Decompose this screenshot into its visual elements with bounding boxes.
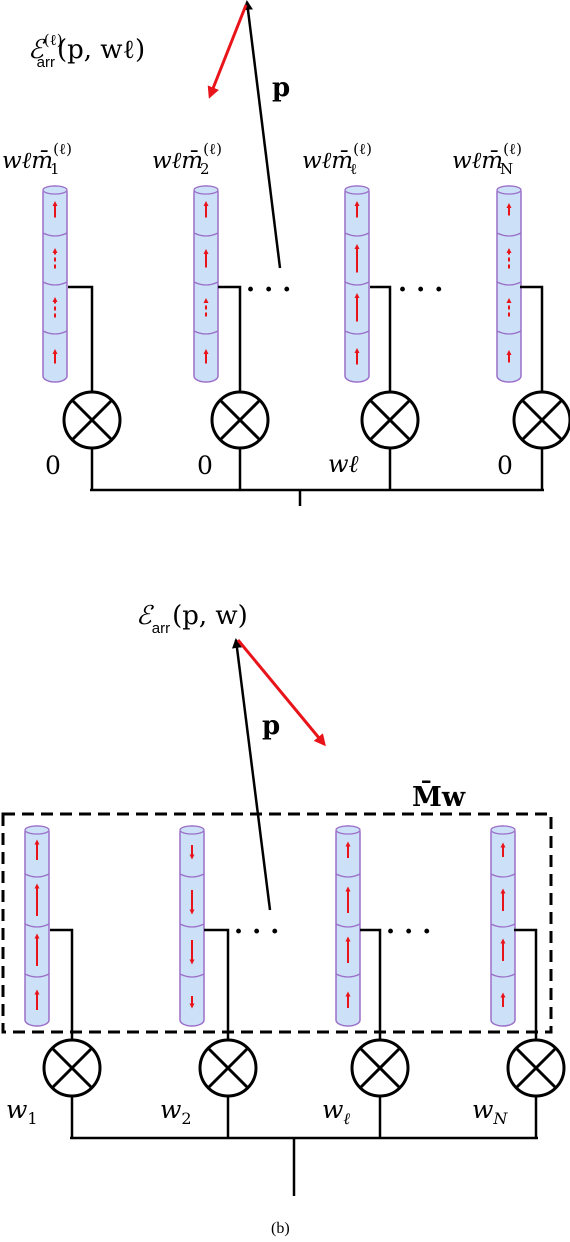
bottom-cylinder-array (24, 825, 516, 1027)
top-weight-1: 0 (45, 451, 61, 480)
element-label-1: wℓm̄(ℓ)1 (2, 140, 72, 178)
top-panel: ℰ(ℓ)arr(p, wℓ) p wℓm̄(ℓ)1 wℓm̄(ℓ)2 wℓm̄(… (2, 0, 570, 506)
cylinder-segment-divider (179, 873, 205, 878)
top-weight-N: 0 (497, 451, 513, 480)
cylinder-segment-divider (193, 330, 219, 335)
top-multipliers (62, 390, 570, 450)
cylinder-segment-divider (179, 973, 205, 978)
cylinder-segment-divider (344, 330, 370, 335)
top-weight-l: wℓ (328, 450, 359, 478)
bottom-energy-label: ℰarr(p, w) (136, 601, 248, 637)
top-p-label: p (272, 73, 290, 103)
cylinder-cap (490, 825, 516, 835)
cylinder-segment-divider (335, 973, 361, 978)
top-energy-arrow (207, 4, 248, 99)
bottom-weight-N: wN (472, 1095, 508, 1128)
bottom-energy-arrow (236, 639, 326, 747)
multiplier-icon (210, 390, 270, 450)
top-weight-2: 0 (197, 451, 213, 480)
cylinder-segment-divider (42, 232, 68, 237)
bottom-ellipsis-1: · · · (234, 917, 279, 947)
bottom-weight-1: w1 (6, 1095, 38, 1128)
top-cylinder-array (42, 185, 522, 383)
element-label-N: wℓm̄(ℓ)N (452, 140, 522, 178)
multiplier-icon (360, 390, 420, 450)
cylinder-segment-divider (496, 330, 522, 335)
cylinder-segment-divider (335, 923, 361, 928)
bottom-ellipsis-2: · · · (386, 917, 431, 947)
multiplier-icon (198, 1038, 258, 1098)
cylinder-segment-divider (344, 281, 370, 286)
bottom-multipliers (42, 1038, 566, 1098)
cylinder-segment-divider (193, 281, 219, 286)
multiplier-icon (506, 1038, 566, 1098)
top-wiring (68, 285, 544, 506)
element-label-l: wℓm̄(ℓ)ℓ (302, 140, 372, 178)
top-ellipsis-2: · · · (398, 275, 443, 305)
matrix-dashed-box (1, 812, 553, 1034)
cylinder-segment-divider (24, 873, 50, 878)
box-label: M̄w (412, 779, 466, 813)
top-energy-label: ℰ(ℓ)arr(p, wℓ) (28, 31, 145, 71)
bottom-weight-l: wℓ (322, 1095, 350, 1128)
cylinder-segment-divider (193, 232, 219, 237)
bottom-panel: ℰarr(p, w) p M̄w · · · · · · (1, 601, 566, 1237)
multiplier-icon (350, 1038, 410, 1098)
cylinder-cap (193, 185, 219, 195)
bottom-p-label: p (262, 711, 280, 741)
cylinder-cap (179, 825, 205, 835)
bottom-wiring (50, 928, 538, 1196)
cylinder-cap (344, 185, 370, 195)
cylinder-segment-divider (496, 232, 522, 237)
cylinder-cap (42, 185, 68, 195)
cylinder-segment-divider (496, 281, 522, 286)
cylinder-cap (24, 825, 50, 835)
cylinder-segment-divider (24, 923, 50, 928)
multiplier-icon (512, 390, 570, 450)
bottom-p-arrow (232, 638, 272, 911)
top-p-arrow (243, 0, 282, 269)
cylinder-cap (335, 825, 361, 835)
cylinder-segment-divider (344, 232, 370, 237)
cylinder-segment-divider (490, 973, 516, 978)
cylinder-segment-divider (179, 923, 205, 928)
cylinder-segment-divider (24, 973, 50, 978)
multiplier-icon (62, 390, 122, 450)
cylinder-segment-divider (42, 281, 68, 286)
bottom-weight-2: w2 (160, 1095, 192, 1128)
cylinder-cap (496, 185, 522, 195)
cylinder-segment-divider (490, 873, 516, 878)
top-ellipsis-1: · · · (246, 275, 291, 305)
cylinder-segment-divider (335, 873, 361, 878)
element-label-2: wℓm̄(ℓ)2 (152, 140, 222, 178)
multiplier-icon (42, 1038, 102, 1098)
cylinder-segment-divider (42, 330, 68, 335)
cylinder-segment-divider (490, 923, 516, 928)
figure-caption: (b) (271, 1220, 290, 1237)
